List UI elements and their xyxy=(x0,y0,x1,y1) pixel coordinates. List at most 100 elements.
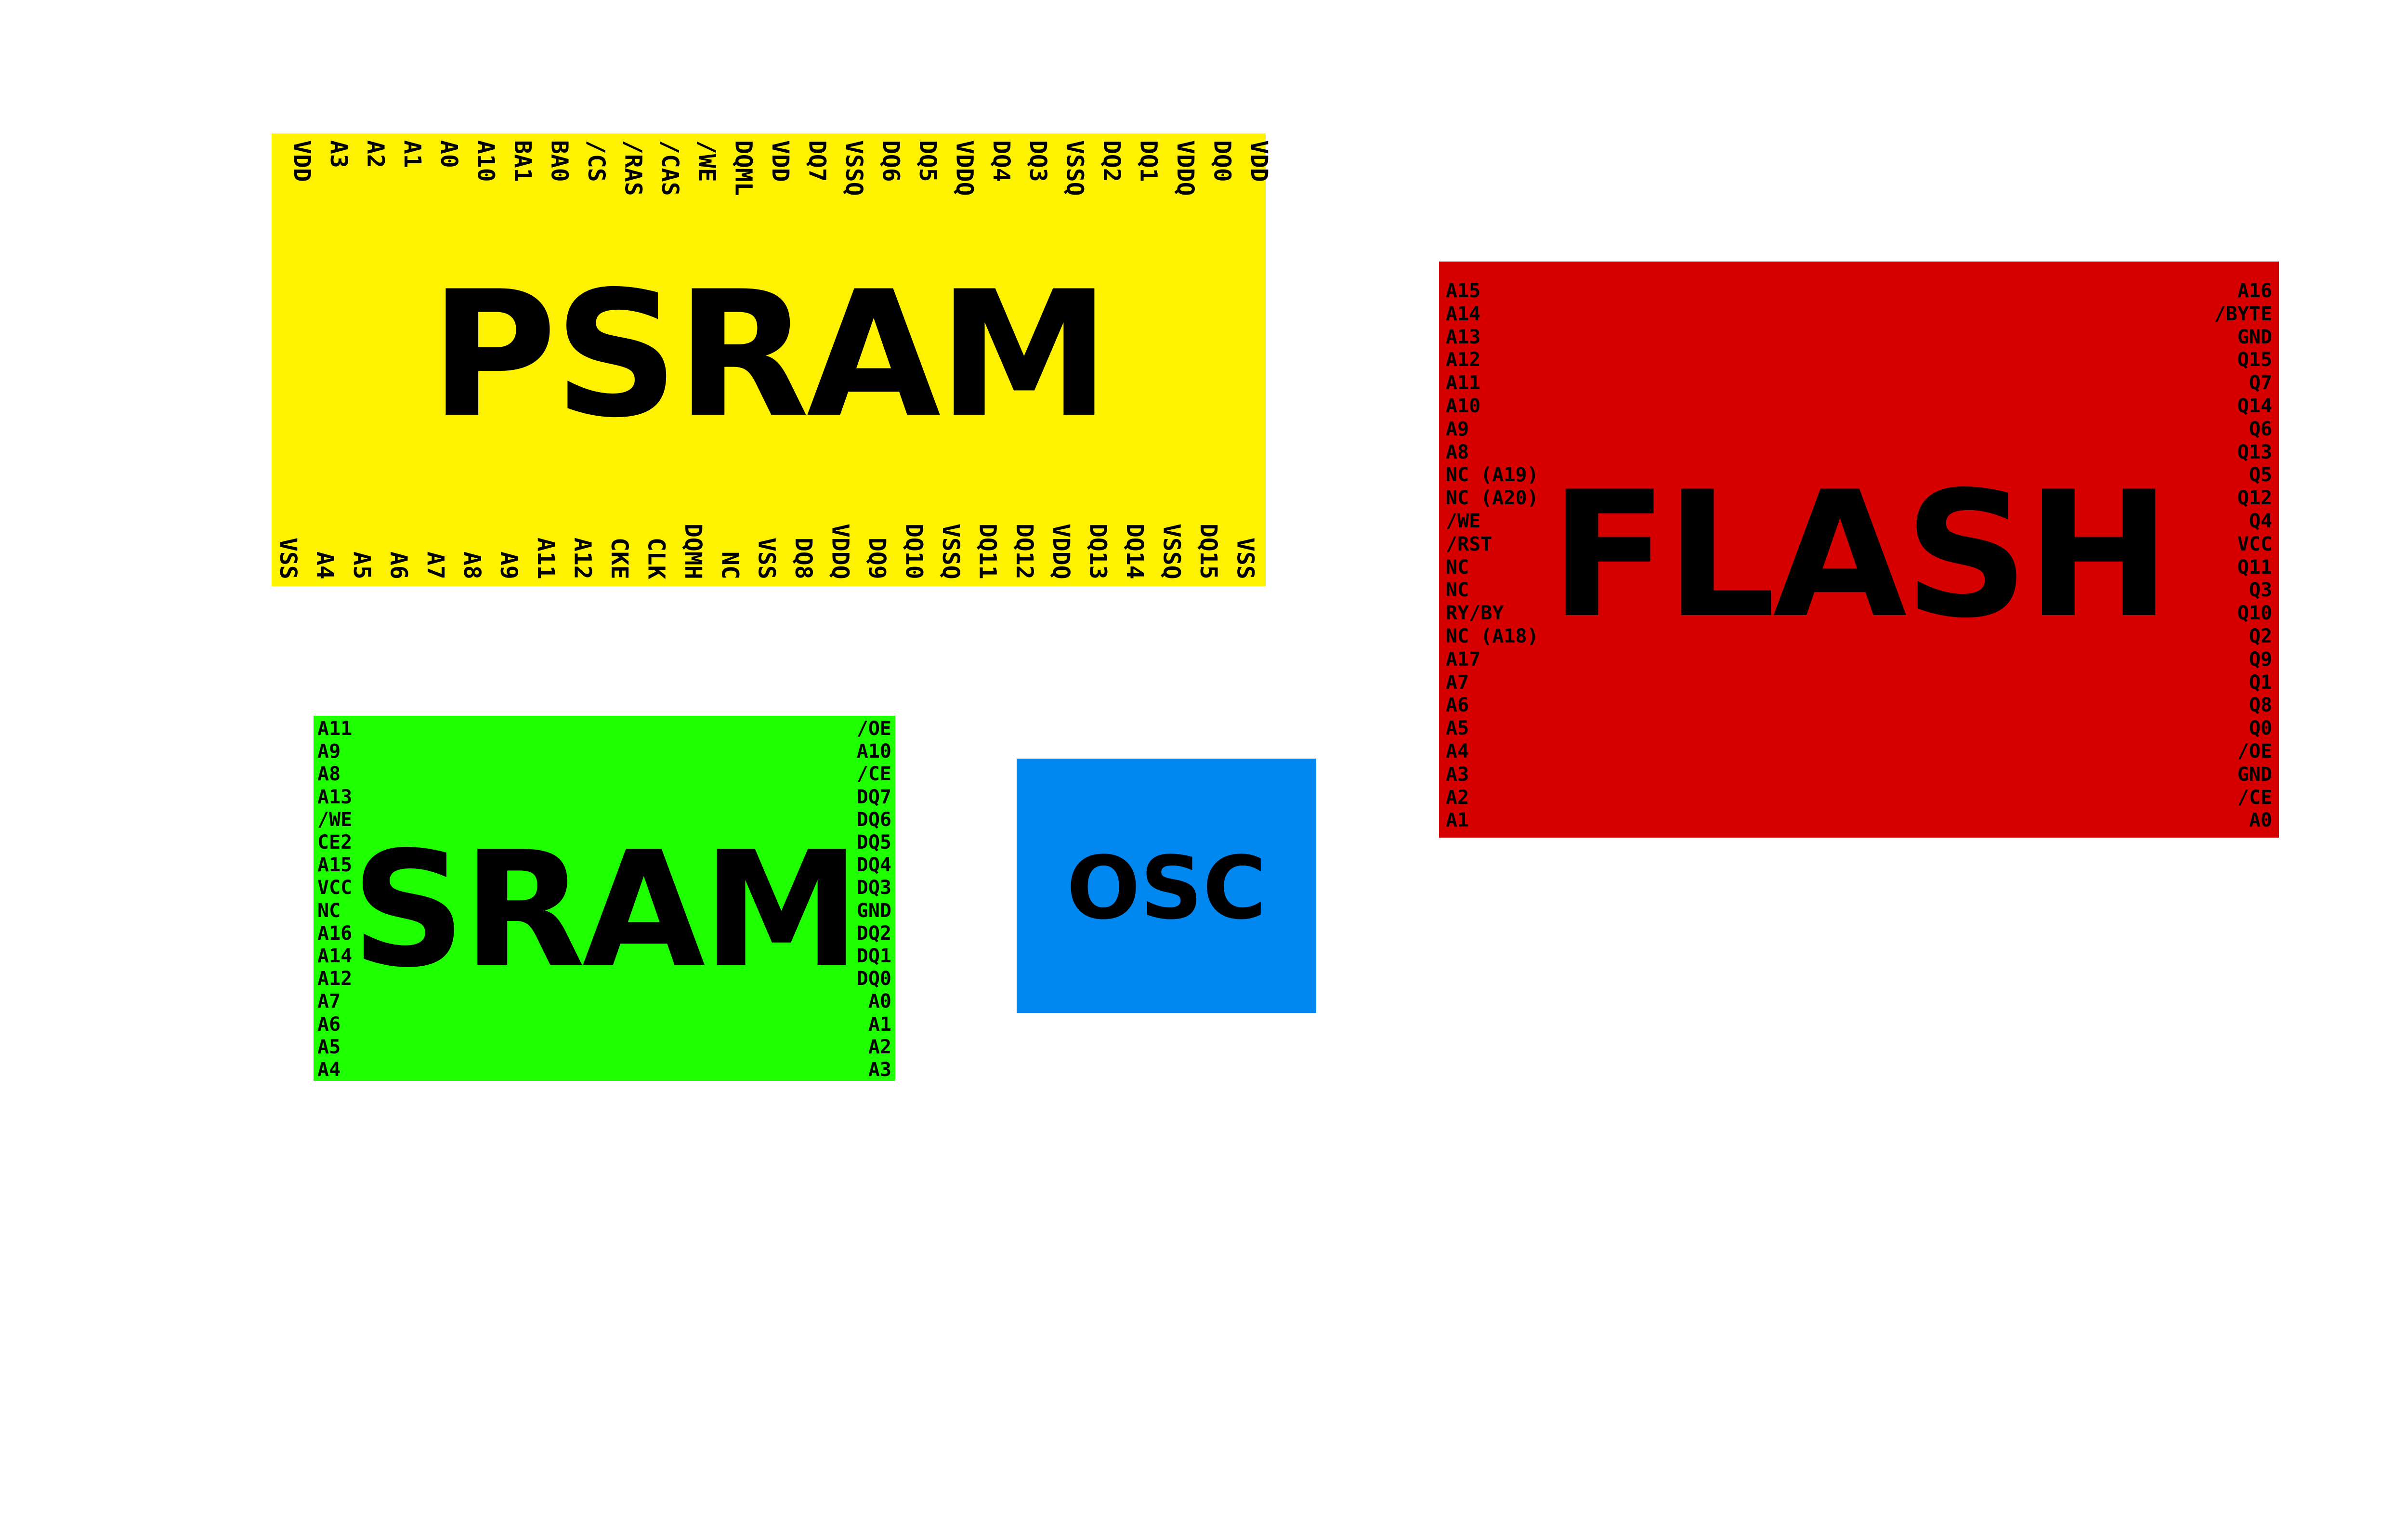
pin-label: A0 xyxy=(435,140,463,168)
pin-label: NC (A19) xyxy=(1446,464,1539,486)
pin-label: VCC xyxy=(2237,533,2272,555)
pin-label: A2 xyxy=(362,140,389,168)
pin-label: NC xyxy=(317,899,341,922)
pin-label: Q3 xyxy=(2249,579,2272,602)
pin-label: DQ1 xyxy=(1135,140,1162,182)
pin-label: A10 xyxy=(856,740,891,763)
pin-label: /CAS xyxy=(656,140,683,196)
pin-label: A2 xyxy=(868,1036,891,1058)
pin-label: Q7 xyxy=(2249,372,2272,394)
pin-label: GND xyxy=(2237,326,2272,348)
pin-label: GND xyxy=(2237,763,2272,786)
pin-label: A4 xyxy=(1446,740,1469,762)
pin-label: Q15 xyxy=(2237,349,2272,371)
pin-label: DQ10 xyxy=(900,524,928,579)
pin-label: /OE xyxy=(2237,740,2272,762)
pin-label: Q1 xyxy=(2249,671,2272,694)
pin-label: A14 xyxy=(1446,302,1481,325)
pin-label: /BYTE xyxy=(2214,302,2272,325)
pin-label: Q0 xyxy=(2249,717,2272,740)
pin-label: A6 xyxy=(385,551,412,579)
pin-label: A7 xyxy=(317,990,341,1013)
pin-label: Q10 xyxy=(2237,602,2272,625)
pin-label: A4 xyxy=(311,551,339,579)
pin-label: DQ5 xyxy=(914,140,941,182)
pin-label: A3 xyxy=(325,140,352,168)
pin-label: A15 xyxy=(317,854,353,877)
pin-label: DQ5 xyxy=(856,831,891,854)
pin-label: VDD xyxy=(1245,140,1272,182)
pin-label: /WE xyxy=(1446,510,1481,532)
pin-label: DQ15 xyxy=(1194,524,1222,579)
pin-label: /RAS xyxy=(619,140,647,196)
pin-label: A9 xyxy=(317,740,341,763)
pin-label: VSSQ xyxy=(840,140,867,196)
pin-label: VDDQ xyxy=(1047,524,1075,579)
pin-label: BA0 xyxy=(546,140,573,182)
pin-label: A5 xyxy=(348,551,375,579)
pin-label: A13 xyxy=(317,786,353,808)
pin-label: A12 xyxy=(569,538,596,579)
pin-label: A11 xyxy=(532,538,560,579)
pin-label: /OE xyxy=(856,718,891,740)
pin-label: DQ4 xyxy=(987,140,1015,182)
pin-label: VSS xyxy=(1231,538,1259,579)
pin-label: DQ3 xyxy=(1024,140,1052,182)
pin-label: Q8 xyxy=(2249,694,2272,717)
pin-label: Q14 xyxy=(2237,394,2272,417)
osc-label: OSC xyxy=(1066,838,1267,939)
pin-label: A17 xyxy=(1446,648,1481,670)
pin-label: A5 xyxy=(1446,717,1469,740)
pin-label: VSSQ xyxy=(937,524,964,579)
pin-label: A5 xyxy=(317,1036,341,1058)
pin-label: CKE xyxy=(605,538,633,579)
pin-label: A1 xyxy=(1446,809,1469,832)
pin-label: A9 xyxy=(495,551,523,579)
pin-label: A1 xyxy=(868,1013,891,1036)
pin-label: VDDQ xyxy=(951,140,978,196)
pin-label: DQ9 xyxy=(864,538,890,579)
pin-label: A8 xyxy=(458,551,486,579)
pin-label: DQ13 xyxy=(1084,524,1112,579)
pin-label: DQ2 xyxy=(856,922,891,945)
psram-label: PSRAM xyxy=(430,254,1110,456)
pin-label: A0 xyxy=(868,990,891,1013)
pin-label: NC xyxy=(1446,556,1469,578)
pin-label: Q13 xyxy=(2237,441,2272,463)
pin-label: A6 xyxy=(317,1013,341,1036)
pin-label: CLK xyxy=(642,538,670,579)
pin-label: /RST xyxy=(1446,533,1492,555)
pin-label: DQ4 xyxy=(856,854,891,877)
pin-label: DQ0 xyxy=(1208,140,1236,182)
osc-chip: OSC xyxy=(1017,759,1316,1013)
pin-label: A0 xyxy=(2249,809,2272,832)
pin-label: Q11 xyxy=(2237,556,2272,578)
pin-label: DQ14 xyxy=(1121,524,1149,579)
pin-label: VDDQ xyxy=(1171,140,1199,196)
pin-label: VSS xyxy=(753,538,780,579)
pin-label: /WE xyxy=(693,140,720,182)
pin-label: DQ8 xyxy=(790,538,817,579)
pin-label: Q12 xyxy=(2237,487,2272,510)
pin-label: DQ12 xyxy=(1010,524,1038,579)
pin-label: DQ7 xyxy=(803,140,831,182)
pin-label: CE2 xyxy=(317,831,353,854)
pin-label: A10 xyxy=(472,140,499,182)
pin-label: Q2 xyxy=(2249,625,2272,647)
pin-label: VSSQ xyxy=(1061,140,1088,196)
pin-label: A8 xyxy=(1446,441,1469,463)
pin-label: DQ2 xyxy=(1098,140,1125,182)
pin-label: Q9 xyxy=(2249,648,2272,670)
pin-label: A15 xyxy=(1446,280,1481,302)
pin-label: DQ11 xyxy=(974,524,1001,579)
pin-label: VDDQ xyxy=(826,524,854,579)
pin-label: NC (A18) xyxy=(1446,625,1539,647)
pin-label: A14 xyxy=(317,945,353,968)
